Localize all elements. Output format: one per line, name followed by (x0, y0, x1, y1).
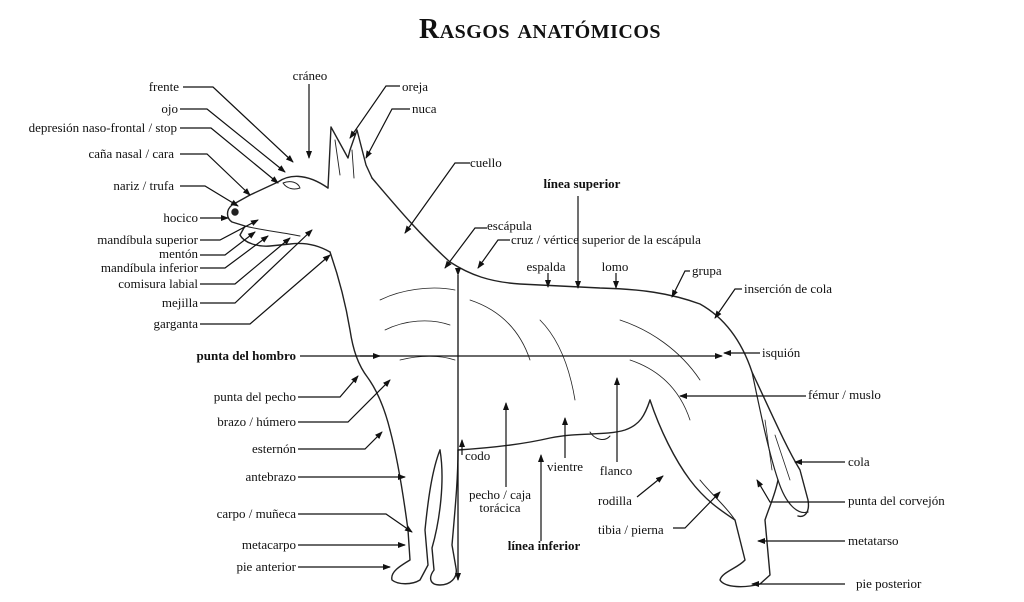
label-mandibula-superior: mandíbula superior (97, 232, 198, 247)
label-stop: depresión naso-frontal / stop (29, 120, 177, 135)
label-craneo: cráneo (293, 68, 328, 83)
label-tibia: tibia / pierna (598, 522, 664, 537)
label-mandibula-inferior: mandíbula inferior (101, 260, 199, 275)
label-metacarpo: metacarpo (242, 537, 296, 552)
label-punta-pecho: punta del pecho (214, 389, 296, 404)
label-ojo: ojo (161, 101, 178, 116)
label-garganta: garganta (153, 316, 198, 331)
label-espalda: espalda (527, 259, 566, 274)
label-cola: cola (848, 454, 870, 469)
label-linea-superior: línea superior (544, 176, 621, 191)
label-grupa: grupa (692, 263, 722, 278)
label-codo: codo (465, 448, 490, 463)
labels: cráneo oreja frente nuca ojo depresión n… (29, 68, 946, 591)
label-flanco: flanco (600, 463, 632, 478)
label-cana: caña nasal / cara (88, 146, 174, 161)
label-menton: mentón (159, 246, 198, 261)
label-cuello: cuello (470, 155, 502, 170)
label-antebrazo: antebrazo (245, 469, 296, 484)
label-frente: frente (149, 79, 180, 94)
label-escapula: escápula (487, 218, 532, 233)
label-rodilla: rodilla (598, 493, 632, 508)
label-vientre: vientre (547, 459, 583, 474)
label-femur: fémur / muslo (808, 387, 881, 402)
label-corvejon: punta del corvejón (848, 493, 945, 508)
label-pecho-caja: pecho / caja (469, 487, 531, 502)
label-brazo: brazo / húmero (217, 414, 296, 429)
diagram-title: Rasgos anatómicos (418, 14, 662, 45)
label-comisura: comisura labial (118, 276, 198, 291)
label-linea-inferior: línea inferior (508, 538, 581, 553)
label-oreja: oreja (402, 79, 428, 94)
measurement-lines (360, 268, 723, 581)
label-nuca: nuca (412, 101, 437, 116)
label-isquion: isquión (762, 345, 801, 360)
label-pie-anterior: pie anterior (236, 559, 296, 574)
label-carpo: carpo / muñeca (217, 506, 297, 521)
label-punta-hombro: punta del hombro (197, 348, 296, 363)
label-cruz: cruz / vértice superior de la escápula (511, 232, 701, 247)
label-lomo: lomo (602, 259, 629, 274)
label-insercion: inserción de cola (744, 281, 832, 296)
label-mejilla: mejilla (162, 295, 198, 310)
leader-lines (180, 84, 845, 587)
label-nariz: nariz / trufa (113, 178, 174, 193)
label-pie-posterior: pie posterior (856, 576, 922, 591)
label-metatarso: metatarso (848, 533, 899, 548)
label-esternon: esternón (252, 441, 297, 456)
label-hocico: hocico (163, 210, 198, 225)
label-toracica: torácica (479, 500, 520, 515)
dog-illustration (226, 126, 810, 588)
